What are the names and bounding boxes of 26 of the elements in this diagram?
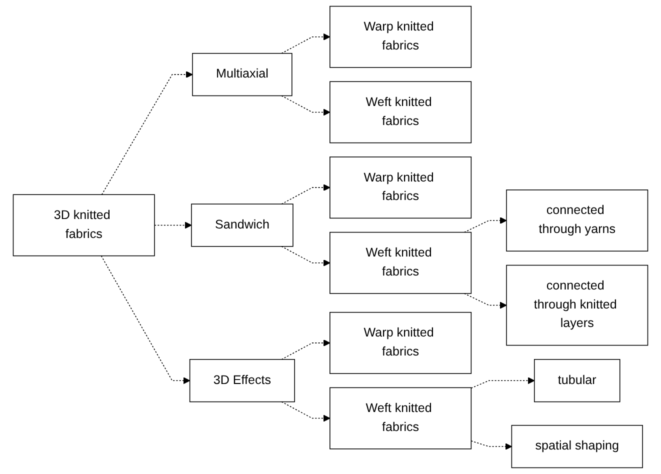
arrow [470, 440, 512, 450]
node-box: Warp knitted fabrics [330, 156, 472, 219]
node-box: 3D knitted fabrics [12, 194, 155, 256]
arrow [281, 340, 330, 360]
node-box: spatial shaping [511, 424, 643, 468]
node-box: Weft knitted fabrics [330, 232, 472, 294]
arrow [464, 217, 507, 233]
arrow [470, 377, 535, 389]
arrow [281, 33, 330, 54]
node-box: Warp knitted fabrics [330, 312, 472, 374]
node-box: Weft knitted fabrics [330, 387, 472, 450]
node-box: Weft knitted fabrics [330, 81, 472, 144]
node-box: Sandwich [191, 204, 294, 247]
arrow [154, 222, 192, 229]
node-box: Warp knitted fabrics [330, 6, 472, 68]
arrow [281, 95, 330, 116]
node-box: connected through yarns [506, 190, 648, 252]
node-box: Multiaxial [192, 52, 292, 96]
arrow [100, 255, 190, 384]
arrow [281, 401, 330, 422]
node-box: connected through knitted layers [506, 264, 648, 346]
arrow [101, 71, 193, 196]
arrow [281, 184, 330, 204]
node-box: 3D Effects [189, 359, 295, 402]
arrow [281, 246, 330, 266]
node-box: tubular [534, 359, 620, 402]
